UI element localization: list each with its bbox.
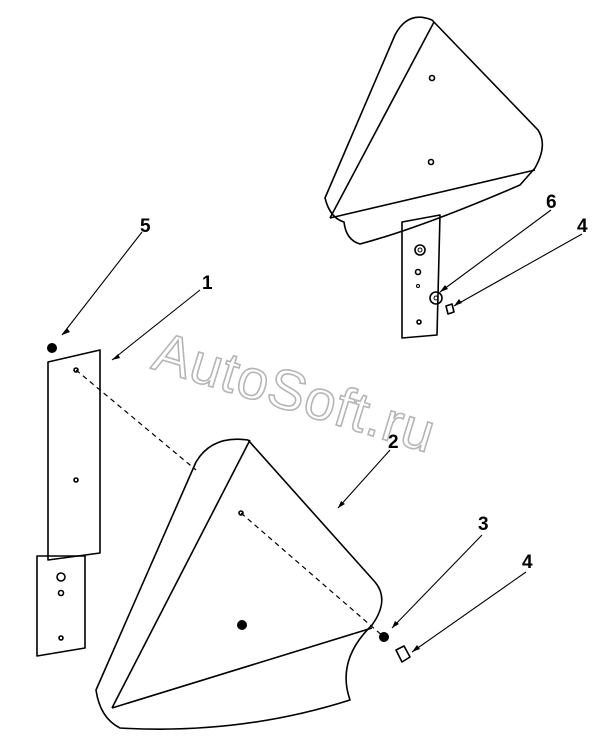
bottom-reflector-inner-edge-left (111, 439, 251, 709)
top-bracket-hole-1 (414, 244, 426, 256)
callout-6: 6 (546, 192, 557, 213)
callout-4-top: 4 (577, 216, 588, 237)
reflector-assembly-top (324, 16, 544, 339)
top-reflector-outer (324, 16, 544, 245)
bottom-reflector-outer (95, 438, 383, 730)
assembly-line-2 (240, 512, 385, 638)
bottom-reflector-hole-1 (238, 510, 244, 516)
reflector-assembly-bottom (95, 438, 411, 730)
watermark-text: AutoSoft.ru (146, 319, 443, 464)
upper-bracket-plate (47, 349, 101, 561)
lower-bracket-hole-2 (57, 589, 65, 597)
top-reflector-hole-1 (428, 74, 436, 82)
top-reflector-inner-edge-bottom (329, 169, 536, 219)
lower-bracket-hole-1 (56, 572, 66, 582)
callout-3: 3 (478, 514, 489, 535)
top-reflector-hole-2 (427, 158, 435, 166)
bottom-reflector-inner-edge-bottom (111, 627, 373, 709)
callout-2: 2 (388, 432, 399, 453)
upper-bracket-hole-1 (73, 367, 79, 373)
top-bracket-plate (401, 214, 441, 339)
callout-4-bottom: 4 (522, 552, 533, 573)
top-washer (429, 291, 443, 305)
bolt-4-bottom (395, 645, 411, 663)
bolt-5 (47, 343, 57, 353)
lower-bracket-hole-3 (58, 635, 64, 641)
top-bracket-hole-3 (416, 319, 422, 325)
callout-5: 5 (140, 216, 151, 237)
lower-bracket-plate (36, 555, 86, 657)
top-reflector-inner-edge-left (329, 21, 435, 219)
top-bracket-hole-2 (414, 268, 422, 276)
bottom-reflector-hole-2 (237, 620, 247, 630)
callout-1: 1 (202, 273, 213, 294)
assembly-line-1 (75, 369, 197, 471)
upper-bracket-hole-2 (73, 477, 79, 483)
bracket-assembly-left (36, 343, 101, 657)
top-bolt (445, 303, 455, 315)
leader-lines (61, 209, 583, 653)
